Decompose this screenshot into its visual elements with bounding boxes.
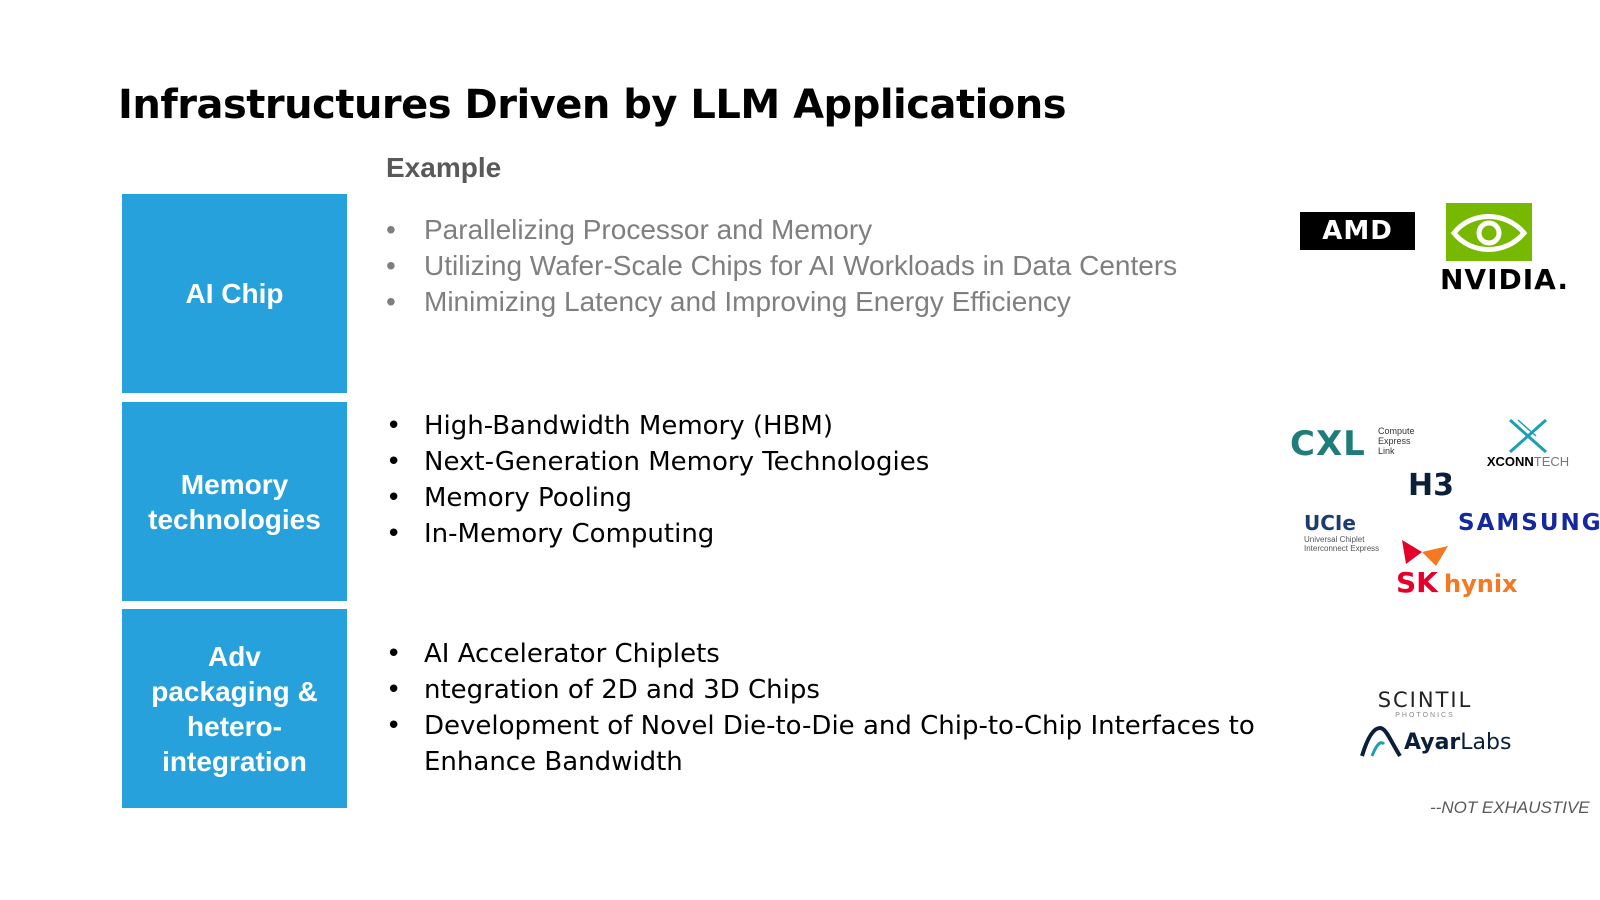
category-adv-packaging: Adv packaging & hetero- integration <box>122 609 347 808</box>
h3-logo: H3 <box>1408 468 1454 503</box>
bullet-item: Development of Novel Die-to-Die and Chip… <box>386 708 1266 780</box>
bullet-item: Parallelizing Processor and Memory <box>386 212 1177 248</box>
ucie-logo-subtext: Universal Chiplet Interconnect Express <box>1304 535 1380 553</box>
ucie-logo-text: UCIe <box>1304 511 1356 535</box>
packaging-bullets: AI Accelerator Chiplets ntegration of 2D… <box>386 636 1266 780</box>
nvidia-logo: NVIDIA. <box>1440 203 1568 298</box>
cxl-logo: CXL Compute Express Link <box>1290 424 1440 464</box>
category-memory-technologies: Memory technologies <box>122 402 347 601</box>
bullet-item: Utilizing Wafer-Scale Chips for AI Workl… <box>386 248 1177 284</box>
ucie-logo: UCIe Universal Chiplet Interconnect Expr… <box>1304 511 1394 553</box>
example-heading: Example <box>386 152 502 183</box>
amd-logo: AMD <box>1300 212 1415 250</box>
scintil-logo-text: SCINTIL <box>1377 688 1473 712</box>
xconn-x-icon <box>1509 418 1547 454</box>
xconn-logo: XCONNTECH <box>1478 418 1578 469</box>
xconn-bold: XCONN <box>1486 454 1534 469</box>
samsung-logo: SAMSUNG <box>1458 510 1600 536</box>
slide-title: Infrastructures Driven by LLM Applicatio… <box>118 82 1067 128</box>
bullet-item: AI Accelerator Chiplets <box>386 636 1266 672</box>
scintil-logo: SCINTIL PHOTONICS <box>1370 688 1480 719</box>
ayar-bold: Ayar <box>1404 730 1461 755</box>
memory-bullets: High-Bandwidth Memory (HBM) Next-Generat… <box>386 408 929 552</box>
cxl-logo-text: CXL <box>1290 424 1366 464</box>
skhynix-logo: SK hynix <box>1396 538 1526 599</box>
bullet-item: Memory Pooling <box>386 480 929 516</box>
amd-logo-text: AMD <box>1322 216 1393 246</box>
category-ai-chip: AI Chip <box>122 194 347 393</box>
nvidia-eye-icon <box>1446 203 1532 261</box>
ayar-light: Labs <box>1460 730 1512 755</box>
footnote: --NOT EXHAUSTIVE <box>1430 798 1590 817</box>
bullet-item: Minimizing Latency and Improving Energy … <box>386 284 1177 320</box>
scintil-logo-subtext: PHOTONICS <box>1395 712 1455 719</box>
ayarlabs-icon <box>1360 725 1402 758</box>
ai-chip-bullets: Parallelizing Processor and Memory Utili… <box>386 212 1177 320</box>
bullet-item: High-Bandwidth Memory (HBM) <box>386 408 929 444</box>
ayarlabs-logo: AyarLabs <box>1360 724 1511 760</box>
bullet-item: Next-Generation Memory Technologies <box>386 444 929 480</box>
cxl-logo-subtext: Compute Express Link <box>1378 426 1415 456</box>
sk-logo-text: SK <box>1396 566 1438 599</box>
hynix-logo-text: hynix <box>1444 570 1518 598</box>
xconn-logo-text: XCONNTECH <box>1478 454 1578 469</box>
skhynix-butterfly-icon <box>1402 540 1448 566</box>
bullet-item: In-Memory Computing <box>386 516 929 552</box>
ayarlabs-logo-text: AyarLabs <box>1404 730 1511 755</box>
bullet-item: ntegration of 2D and 3D Chips <box>386 672 1266 708</box>
xconn-light: TECH <box>1533 454 1570 469</box>
nvidia-logo-text: NVIDIA. <box>1440 263 1570 296</box>
